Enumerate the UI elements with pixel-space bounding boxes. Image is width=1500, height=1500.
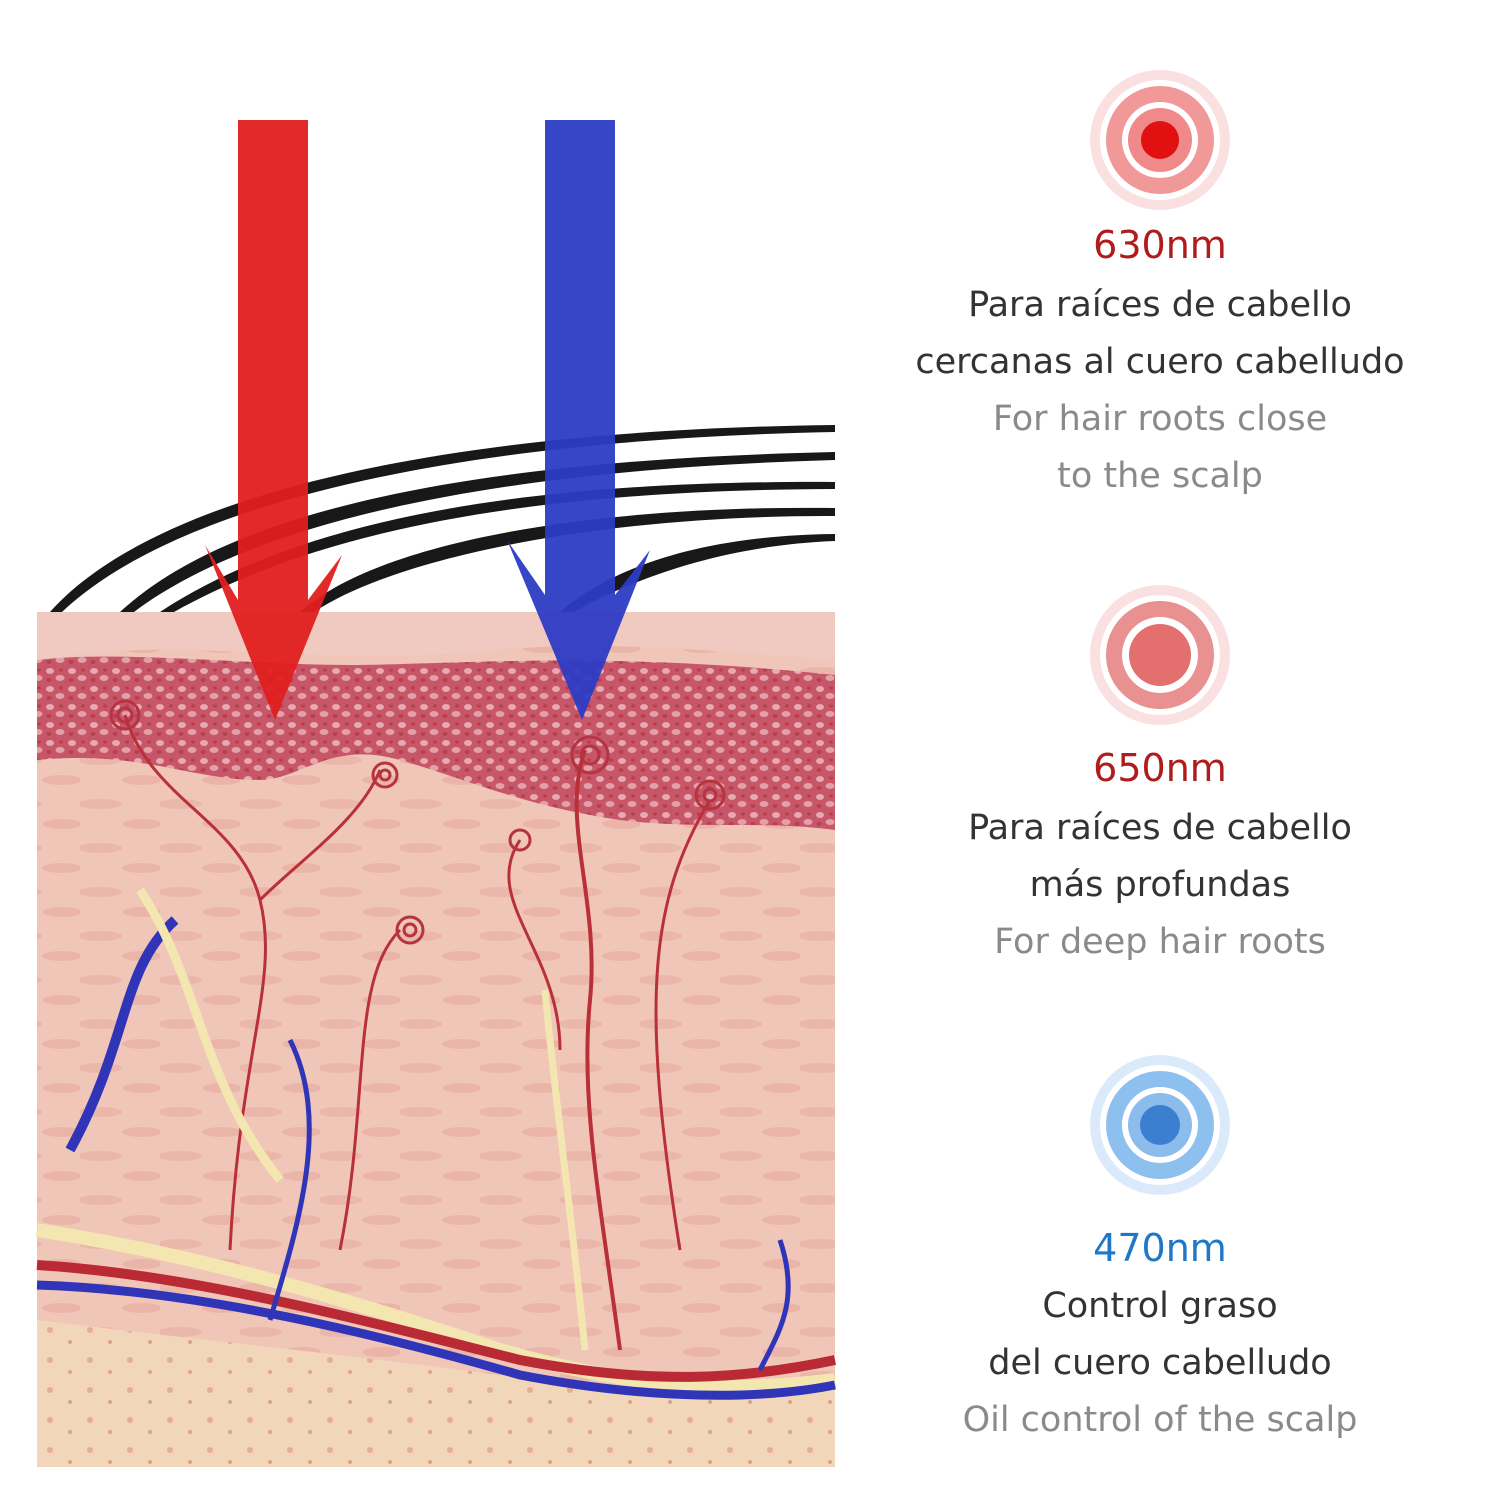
epidermis-layer bbox=[37, 656, 835, 830]
spanish-description: Control graso del cuero cabelludo bbox=[860, 1278, 1460, 1392]
scalp-cross-section-illustration bbox=[35, 120, 837, 1467]
blood-vessels bbox=[35, 714, 837, 1400]
light-info-650: 650nm Para raíces de cabello más profund… bbox=[860, 580, 1460, 980]
hair-follicles bbox=[109, 699, 726, 945]
red-light-emitter-icon bbox=[1090, 585, 1230, 725]
english-description: For deep hair roots bbox=[860, 914, 1460, 971]
english-line: to the scalp bbox=[1057, 456, 1263, 496]
spanish-line: más profundas bbox=[1029, 865, 1291, 905]
spanish-line: Control graso bbox=[1042, 1286, 1278, 1326]
light-info-630: 630nm Para raíces de cabello cercanas al… bbox=[860, 60, 1460, 520]
spanish-line: cercanas al cuero cabelludo bbox=[915, 342, 1405, 382]
english-line: For hair roots close bbox=[992, 399, 1328, 439]
blue-light-emitter-icon bbox=[1090, 1055, 1230, 1195]
spanish-line: Para raíces de cabello bbox=[968, 285, 1352, 325]
light-info-470: 470nm Control graso del cuero cabelludo … bbox=[860, 1050, 1460, 1460]
english-line: Oil control of the scalp bbox=[962, 1400, 1358, 1440]
wavelength-label: 470nm bbox=[1093, 1226, 1227, 1270]
spanish-line: Para raíces de cabello bbox=[968, 808, 1352, 848]
subcutaneous-fat-layer bbox=[37, 1320, 835, 1467]
spanish-line: del cuero cabelludo bbox=[988, 1343, 1332, 1383]
hair-strands bbox=[50, 425, 835, 612]
spanish-description: Para raíces de cabello cercanas al cuero… bbox=[860, 277, 1460, 391]
english-description: Oil control of the scalp bbox=[860, 1392, 1460, 1449]
wavelength-label: 650nm bbox=[1093, 746, 1227, 790]
blue-light-arrow bbox=[507, 120, 650, 720]
wavelength-label: 630nm bbox=[1093, 223, 1227, 267]
spanish-description: Para raíces de cabello más profundas bbox=[860, 800, 1460, 914]
english-description: For hair roots close to the scalp bbox=[860, 391, 1460, 505]
english-line: For deep hair roots bbox=[994, 922, 1326, 962]
red-light-arrow bbox=[205, 120, 342, 720]
red-light-emitter-icon bbox=[1090, 70, 1230, 210]
